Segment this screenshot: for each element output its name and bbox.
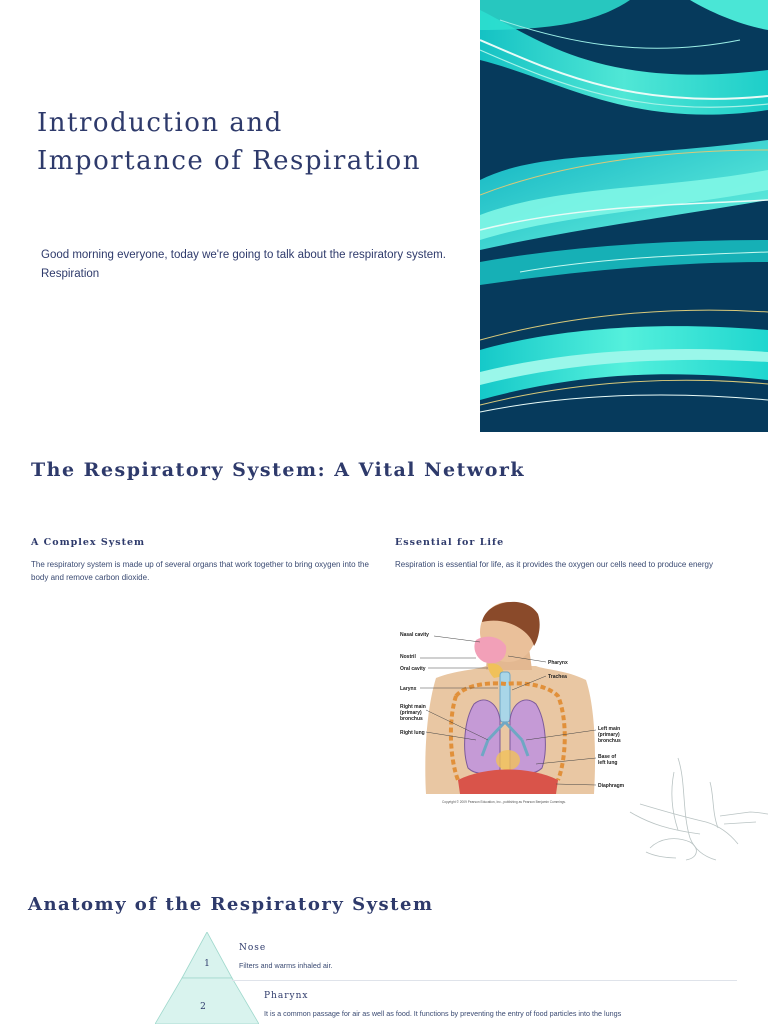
respiratory-anatomy-diagram: Nasal cavity Nostril Oral cavity Larynx … <box>396 600 636 812</box>
label-trachea: Trachea <box>548 674 567 680</box>
pyramid-tier-1 <box>181 931 233 979</box>
decorative-line-art <box>620 752 768 864</box>
label-nasal-cavity: Nasal cavity <box>400 632 429 638</box>
slide-introduction: Introduction and Importance of Respirati… <box>0 0 768 432</box>
slide-respiratory-network: The Respiratory System: A Vital Network … <box>0 432 768 864</box>
complex-system-text: The respiratory system is made up of sev… <box>31 560 369 582</box>
pyramid-tier-2 <box>154 977 260 1024</box>
anatomy-pyramid: 1 2 <box>154 931 260 1024</box>
wave-illustration <box>480 0 768 432</box>
label-larynx: Larynx <box>400 686 417 692</box>
essential-life-text: Respiration is essential for life, as it… <box>395 560 713 569</box>
label-base-left-lung-2: left lung <box>598 760 617 766</box>
step-1-title: Nose <box>239 943 267 953</box>
step-1-text: Filters and warms inhaled air. <box>239 961 333 970</box>
slide-anatomy: Anatomy of the Respiratory System 1 2 No… <box>0 864 768 1024</box>
label-left-bronchus-1: Left main <box>598 726 620 732</box>
step-divider <box>232 980 737 981</box>
label-nostril: Nostril <box>400 654 416 660</box>
step-2-text: It is a common passage for air as well a… <box>264 1009 622 1018</box>
slide-title: Anatomy of the Respiratory System <box>28 894 434 915</box>
complex-system-heading: A Complex System <box>31 537 146 548</box>
label-base-left-lung-1: Base of <box>598 754 616 760</box>
label-oral-cavity: Oral cavity <box>400 666 426 672</box>
label-pharynx: Pharynx <box>548 660 568 666</box>
label-right-lung: Right lung <box>400 730 425 736</box>
diagram-copyright: Copyright © 2009 Pearson Education, Inc.… <box>442 800 566 804</box>
pyramid-number-1: 1 <box>204 959 210 969</box>
pyramid-number-2: 2 <box>200 1002 206 1012</box>
label-diaphragm: Diaphragm <box>598 783 625 789</box>
essential-life-heading: Essential for Life <box>395 537 505 548</box>
slide-subtitle: Good morning everyone, today we're going… <box>41 249 446 280</box>
slide-title: The Respiratory System: A Vital Network <box>31 459 526 481</box>
slide-title: Introduction and Importance of Respirati… <box>37 108 421 176</box>
label-right-bronchus-2: (primary) <box>400 710 422 716</box>
hero-wave-image <box>480 0 768 432</box>
label-left-bronchus-3: bronchus <box>598 738 621 744</box>
label-left-bronchus-2: (primary) <box>598 732 620 738</box>
step-2-title: Pharynx <box>264 991 309 1001</box>
label-right-bronchus-3: bronchus <box>400 716 423 722</box>
label-right-bronchus-1: Right main <box>400 704 426 710</box>
